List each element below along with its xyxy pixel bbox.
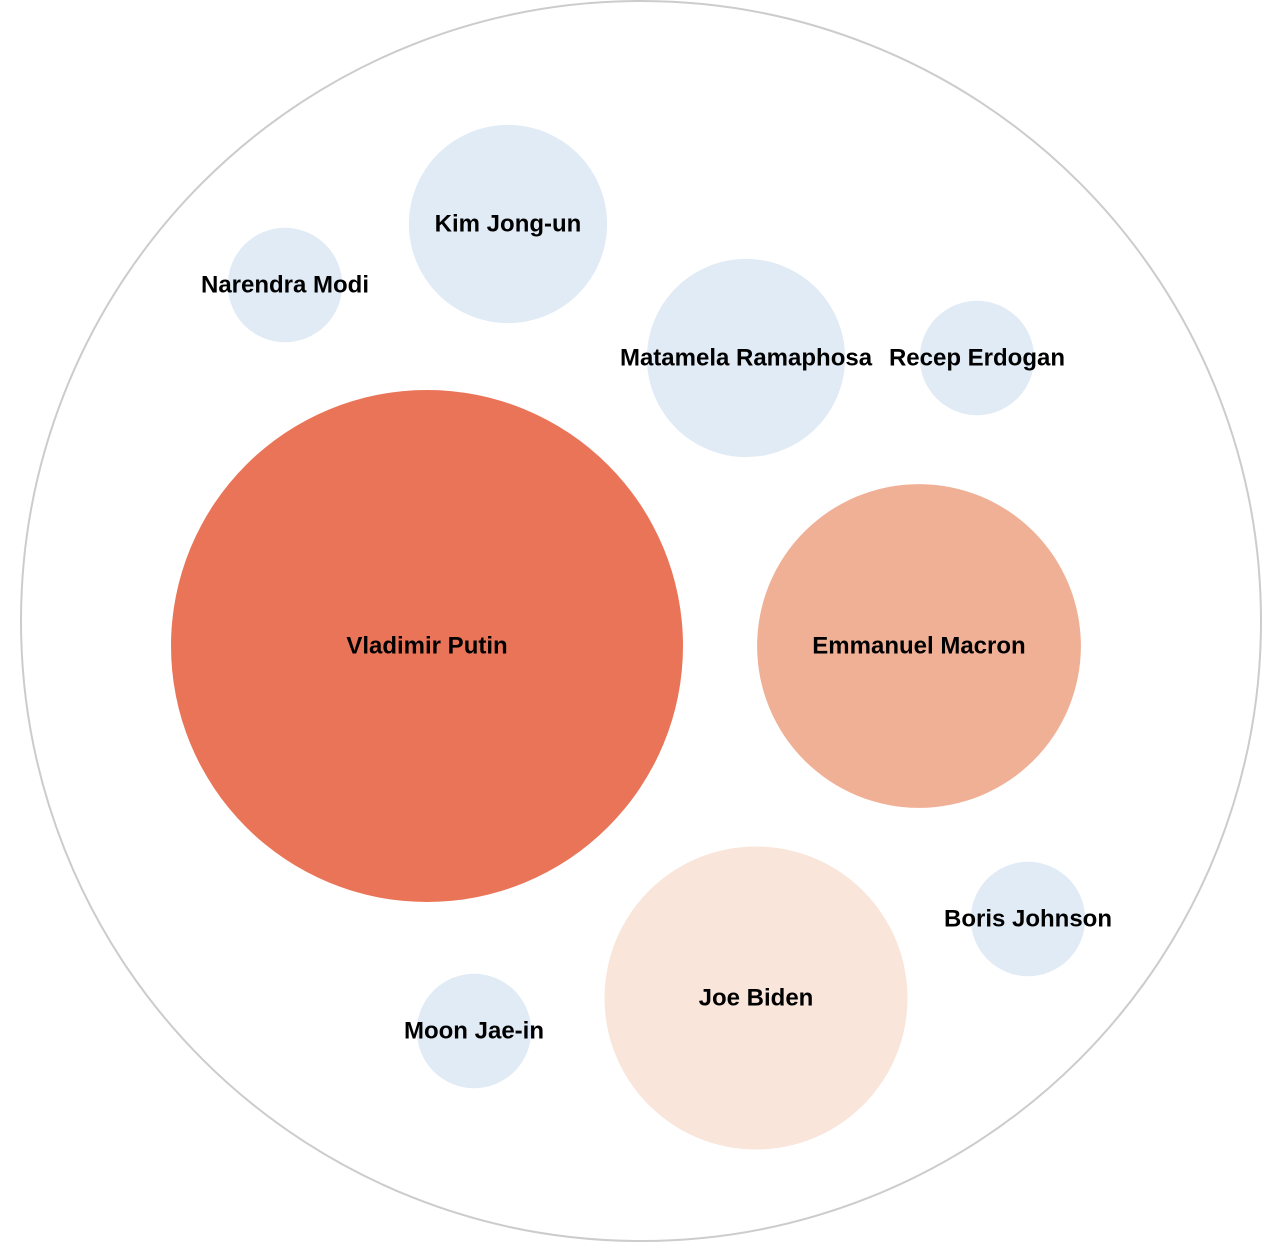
bubble-vladimir-putin <box>171 390 683 902</box>
bubble-label-narendra-modi: Narendra Modi <box>201 272 369 299</box>
bubble-moon-jae-in <box>416 973 532 1089</box>
bubble-label-joe-biden: Joe Biden <box>699 985 814 1012</box>
bubble-recep-erdogan <box>919 300 1035 416</box>
bubble-label-emmanuel-macron: Emmanuel Macron <box>812 633 1025 660</box>
bubble-matamela-ramaphosa <box>646 258 846 458</box>
bubble-emmanuel-macron <box>757 484 1081 808</box>
bubble-narendra-modi <box>227 227 343 343</box>
bubble-label-vladimir-putin: Vladimir Putin <box>346 633 507 660</box>
bubble-joe-biden <box>604 846 908 1150</box>
bubble-boris-johnson <box>970 861 1086 977</box>
outer-ring <box>20 0 1262 1242</box>
bubbles-group <box>171 124 1086 1150</box>
bubble-kim-jong-un <box>408 124 608 324</box>
bubble-label-kim-jong-un: Kim Jong-un <box>435 211 582 238</box>
bubble-label-boris-johnson: Boris Johnson <box>944 906 1112 933</box>
bubble-label-matamela-ramaphosa: Matamela Ramaphosa <box>620 345 873 372</box>
bubble-label-moon-jae-in: Moon Jae-in <box>404 1018 544 1045</box>
bubble-label-recep-erdogan: Recep Erdogan <box>889 345 1065 372</box>
